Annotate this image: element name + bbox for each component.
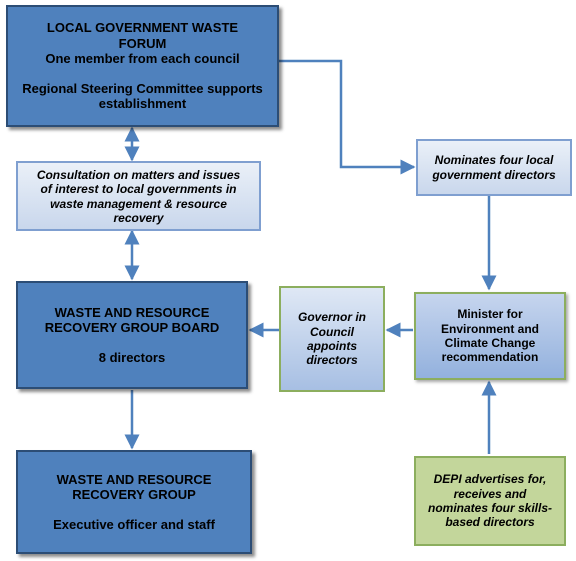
arrow-forum-nominates <box>279 59 416 175</box>
depi-line-4: based directors <box>445 515 535 530</box>
consultation-line-3: waste management & resource <box>50 196 227 211</box>
nominates-line-1: Nominates four local <box>434 153 554 168</box>
consultation-line-1: Consultation on matters and issues <box>36 168 241 182</box>
forum-box: LOCAL GOVERNMENT WASTE FORUM One member … <box>6 5 279 127</box>
forum-note-2: establishment <box>98 96 187 112</box>
minister-line-4: recommendation <box>441 350 539 365</box>
governor-line-2: Council <box>310 324 354 339</box>
forum-title-2: FORUM <box>118 35 167 51</box>
forum-note-1: Regional Steering Committee supports <box>22 80 263 96</box>
forum-subtitle: One member from each council <box>45 51 240 67</box>
governor-line-4: directors <box>306 353 358 368</box>
consultation-line-4: recovery <box>113 211 164 226</box>
minister-line-3: Climate Change <box>444 336 536 350</box>
board-title-1: WASTE AND RESOURCE <box>54 304 210 320</box>
depi-line-3: nominates four skills- <box>427 501 553 515</box>
consultation-box: Consultation on matters and issues of in… <box>16 161 261 231</box>
consultation-line-2: of interest to local governments in <box>40 182 237 197</box>
minister-line-1: Minister for <box>457 307 523 322</box>
group-title-1: WASTE AND RESOURCE <box>56 471 212 487</box>
minister-box: Minister for Environment and Climate Cha… <box>414 292 566 380</box>
group-title-2: RECOVERY GROUP <box>72 487 196 503</box>
depi-line-2: receives and <box>453 486 527 501</box>
depi-box: DEPI advertises for, receives and nomina… <box>414 456 566 546</box>
governor-line-3: appoints <box>307 339 357 353</box>
board-box: WASTE AND RESOURCE RECOVERY GROUP BOARD … <box>16 281 248 389</box>
minister-line-2: Environment and <box>440 321 539 336</box>
depi-line-1: DEPI advertises for, <box>433 472 547 487</box>
nominates-box: Nominates four local government director… <box>416 139 572 196</box>
nominates-line-2: government directors <box>432 167 556 182</box>
board-directors: 8 directors <box>98 349 166 365</box>
group-box: WASTE AND RESOURCE RECOVERY GROUP Execut… <box>16 450 252 554</box>
group-staff: Executive officer and staff <box>53 516 215 532</box>
governor-box: Governor in Council appoints directors <box>279 286 385 392</box>
board-title-2: RECOVERY GROUP BOARD <box>44 320 220 336</box>
forum-title-1: LOCAL GOVERNMENT WASTE <box>46 20 239 36</box>
governor-line-1: Governor in <box>297 310 366 325</box>
